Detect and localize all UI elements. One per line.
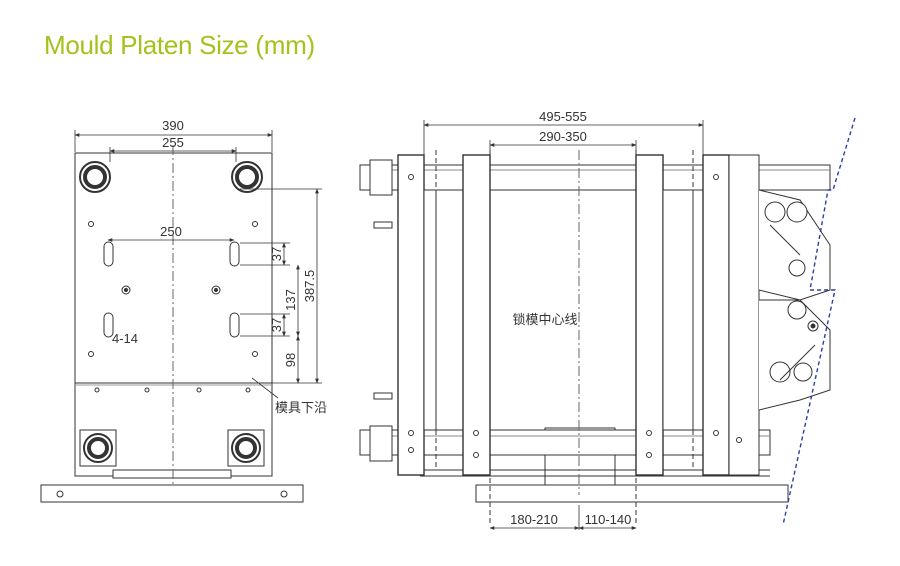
dim-stroke-inner: 290-350: [539, 129, 587, 144]
dim-slot-top: 37: [269, 247, 284, 261]
dim-slot-bottom: 37: [269, 318, 284, 332]
dim-overall-width: 390: [162, 118, 184, 133]
dim-bottom-left: 180-210: [510, 512, 558, 527]
dim-tiebar-width: 255: [162, 135, 184, 150]
side-dimensions: [423, 120, 704, 530]
label-holes: 4-14: [112, 331, 138, 346]
tie-bar-top-right: [231, 161, 263, 193]
dim-slot-spacing: 250: [160, 224, 182, 239]
toggle-mechanism: [758, 189, 831, 411]
tie-bar-bottom-left: [79, 429, 117, 467]
dim-bottom-offset: 98: [283, 353, 298, 367]
page-title: Mould Platen Size (mm): [44, 30, 315, 60]
label-clamp-centerline: 锁模中心线: [512, 312, 577, 327]
dim-slot-mid: 137: [283, 289, 298, 311]
tie-bar-bottom-right: [227, 429, 265, 467]
tie-bar-top-left: [79, 161, 111, 193]
side-dimension-labels: 495-555 290-350 锁模中心线 180-210 110-140: [510, 109, 631, 527]
front-dimensions: [74, 130, 322, 399]
dim-bottom-right: 110-140: [585, 512, 632, 527]
dim-stroke-outer: 495-555: [539, 109, 587, 124]
side-clamp-view: [359, 117, 856, 526]
dim-overall-height: 387.5: [302, 270, 317, 303]
front-dimension-labels: 390 255 250 37 137 37 98 387.5 4-14 模具下沿: [112, 118, 327, 415]
label-mould-lower-edge: 模具下沿: [275, 400, 327, 415]
front-platen-view: [40, 145, 304, 503]
